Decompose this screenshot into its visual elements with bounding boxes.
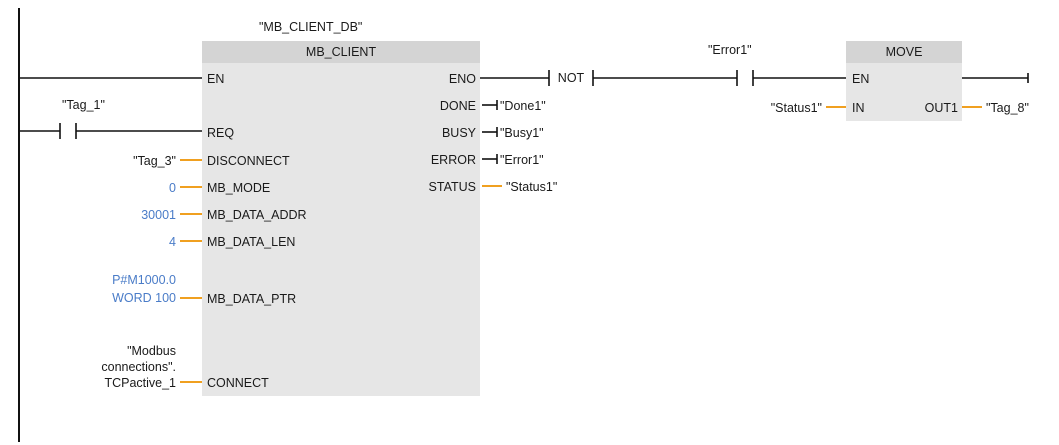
pin-busy: BUSY [441, 126, 476, 140]
move-pin-in: IN [852, 101, 865, 115]
move-block-header[interactable] [846, 41, 962, 63]
move-in-operand[interactable]: "Status1" [770, 101, 822, 115]
pin-en: EN [207, 72, 225, 86]
move-pin-out1: OUT1 [924, 101, 958, 115]
move-title: MOVE [885, 45, 923, 59]
contact-tag1-operand[interactable]: "Tag_1" [62, 98, 105, 112]
pin-req: REQ [207, 126, 235, 140]
pin-disconnect: DISCONNECT [207, 154, 290, 168]
error-operand[interactable]: "Error1" [500, 153, 544, 167]
pin-eno: ENO [448, 72, 476, 86]
connect-operand-line3[interactable]: TCPactive_1 [104, 376, 176, 390]
instance-db-label[interactable]: "MB_CLIENT_DB" [259, 20, 363, 34]
pin-done: DONE [439, 99, 476, 113]
pin-error: ERROR [430, 153, 476, 167]
pin-status: STATUS [428, 180, 476, 194]
connect-operand-line1[interactable]: "Modbus [127, 344, 176, 358]
pin-mb-data-len: MB_DATA_LEN [207, 235, 296, 249]
busy-operand[interactable]: "Busy1" [500, 126, 544, 140]
mb-client-title: MB_CLIENT [305, 45, 377, 59]
not-contact-label[interactable]: NOT [557, 71, 585, 85]
pin-connect: CONNECT [207, 376, 269, 390]
status-operand[interactable]: "Status1" [506, 180, 558, 194]
mb-client-block-header[interactable] [202, 41, 480, 63]
move-block[interactable] [846, 63, 962, 121]
pin-mb-data-addr: MB_DATA_ADDR [207, 208, 307, 222]
mb-mode-operand[interactable]: 0 [169, 181, 176, 195]
mb-data-addr-operand[interactable]: 30001 [141, 208, 176, 222]
mb-data-len-operand[interactable]: 4 [169, 235, 176, 249]
pin-mb-mode: MB_MODE [207, 181, 271, 195]
connect-operand-line2[interactable]: connections". [101, 360, 176, 374]
done-operand[interactable]: "Done1" [500, 99, 546, 113]
mb-client-block[interactable] [202, 63, 480, 396]
disconnect-operand[interactable]: "Tag_3" [133, 154, 176, 168]
move-out-operand[interactable]: "Tag_8" [986, 101, 1029, 115]
contact-error1-operand[interactable]: "Error1" [708, 43, 752, 57]
mb-data-ptr-operand-line2[interactable]: WORD 100 [112, 291, 176, 305]
pin-mb-data-ptr: MB_DATA_PTR [207, 292, 297, 306]
move-pin-en: EN [852, 72, 870, 86]
mb-data-ptr-operand-line1[interactable]: P#M1000.0 [112, 273, 176, 287]
